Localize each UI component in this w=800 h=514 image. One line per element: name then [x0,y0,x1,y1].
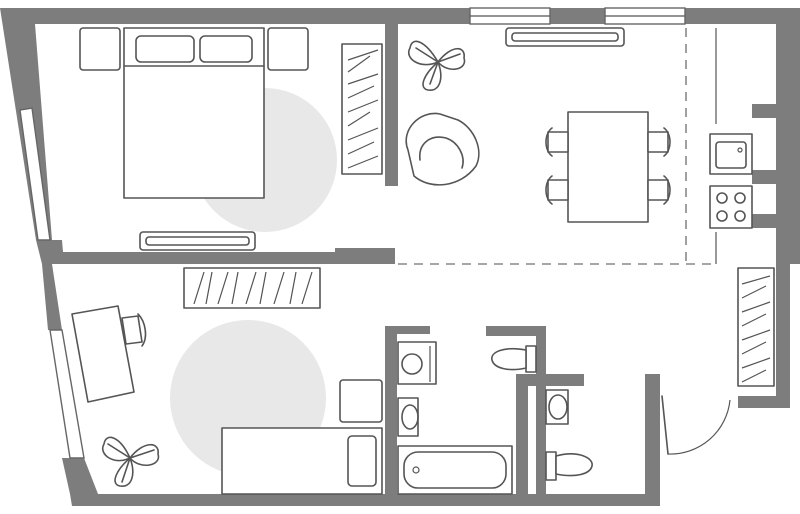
wardrobe-icon [183,267,321,309]
sink-icon [709,133,753,175]
toilet-icon [545,451,593,481]
single-bed-icon [221,427,383,495]
nightstand-icon [267,27,309,71]
nightstand-icon [79,27,121,71]
washing-machine-icon [397,341,437,385]
walls [0,8,800,506]
toilet-icon [491,345,537,373]
windows [19,7,686,459]
desk-icon [71,305,135,403]
radiator-icon [505,27,625,47]
bathroom [397,341,537,495]
window-second-bedroom [49,329,85,459]
double-bed-icon [123,27,265,199]
chair-icon [121,313,147,347]
bedroom [79,27,383,251]
armchair-icon [405,112,480,186]
chair-icon [545,127,671,205]
nightstand-icon [339,379,383,423]
kitchen-zone [398,28,717,265]
hallway [183,267,775,455]
washbasin-icon [397,397,419,437]
plant-icon [101,436,160,487]
bathtub-icon [397,445,513,495]
toilet [545,389,593,481]
dining-table-icon [567,111,649,223]
kitchen-living [405,27,753,229]
window-bedroom [19,107,51,241]
wardrobe-icon [341,43,383,175]
wardrobe-icon [737,267,775,387]
washbasin-icon [545,389,569,425]
second-bedroom [71,305,383,495]
plant-icon [407,40,466,91]
stove-icon [709,185,753,229]
radiator-icon [139,231,256,251]
door-icon [661,395,731,455]
